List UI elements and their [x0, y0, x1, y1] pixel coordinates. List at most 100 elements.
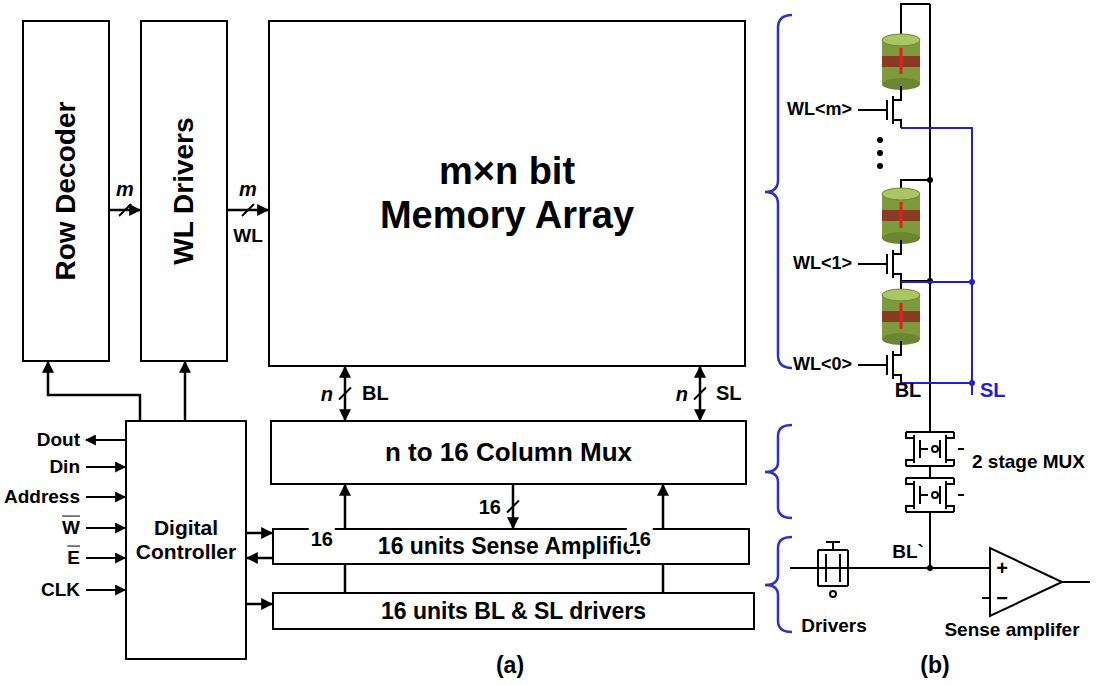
signal-label: E	[67, 548, 80, 569]
bus-slash	[694, 388, 706, 400]
drawing-stroke	[817, 550, 819, 586]
drawing-stroke	[877, 137, 883, 143]
drawing-stroke	[882, 188, 920, 244]
drawing-stroke	[858, 341, 901, 383]
block-box: m×n bit Memory Array	[268, 20, 746, 367]
drawing-stroke	[906, 478, 964, 512]
block-label: Row Decoder	[50, 102, 82, 281]
bus-width: n	[319, 383, 335, 405]
drawing-stroke	[86, 557, 125, 559]
drawing-stroke	[929, 466, 931, 478]
signal-label: CLK	[41, 580, 80, 601]
drawing-stroke	[877, 163, 883, 169]
drawing-stroke	[901, 180, 930, 188]
drawing-stroke	[790, 567, 990, 569]
signal-label: +	[996, 557, 1008, 579]
drawing-stroke	[86, 440, 125, 590]
drawing-stroke	[839, 554, 841, 582]
signal-label: −	[996, 587, 1008, 609]
drawing-stroke	[927, 565, 933, 571]
signal-label: (a)	[496, 653, 524, 678]
bus-width: n	[674, 383, 690, 405]
drawing-stroke	[882, 34, 920, 90]
bus-width: m	[237, 178, 259, 200]
signal-label: (b)	[920, 653, 949, 678]
drawing-stroke	[86, 527, 125, 529]
signal-label: WL<1>	[793, 254, 852, 274]
bus-slash	[119, 204, 131, 216]
signal-label: W	[62, 518, 80, 539]
signal-label: BL	[362, 382, 389, 404]
bus-width: 16	[477, 496, 503, 518]
signal-label: Drivers	[801, 616, 867, 637]
block-box: 16 units Sense Amplifier	[272, 528, 750, 565]
drawing-stroke	[86, 439, 125, 441]
drawing-stroke	[901, 4, 930, 34]
drawing-stroke	[790, 466, 1090, 616]
signal-label: Dout	[37, 430, 80, 451]
bus-arrow	[247, 603, 272, 606]
drawing-stroke	[86, 496, 125, 498]
drawing-stroke	[832, 542, 834, 550]
signal-label: WL<m>	[787, 100, 852, 120]
drawing-stroke	[929, 512, 931, 568]
block-label: WL Drivers	[168, 117, 200, 264]
bus-width: m	[114, 178, 136, 200]
block-box: Row Decoder	[22, 20, 110, 362]
drawing-stroke	[830, 591, 836, 597]
bus-slash	[339, 388, 351, 400]
block-box: Digital Controller	[125, 420, 247, 660]
drawing-stroke	[818, 585, 848, 587]
drawing-stroke	[847, 550, 849, 586]
drawing-stroke	[882, 289, 920, 345]
drawing-stroke	[765, 537, 792, 632]
block-label: m×n bit Memory Array	[376, 150, 638, 237]
bus-width: 16	[309, 528, 335, 550]
drawing-stroke	[982, 597, 990, 599]
bus-slash	[507, 501, 519, 513]
bus-arrow	[184, 362, 187, 420]
drawing-stroke	[901, 281, 972, 283]
bus-arrow	[48, 362, 140, 420]
drawing-stroke	[906, 432, 964, 466]
signal-label: Address	[4, 487, 80, 508]
drawing-stroke	[969, 279, 975, 386]
block-box: WL Drivers	[140, 20, 228, 362]
block-label: 16 units Sense Amplifier	[378, 533, 644, 559]
block-label: n to 16 Column Mux	[385, 438, 632, 468]
drawing-stroke	[858, 86, 901, 128]
signal-label: BL	[895, 379, 922, 401]
drawing-stroke	[858, 240, 901, 282]
bus-width: 16	[627, 528, 653, 550]
drawing-stroke	[825, 554, 827, 582]
drawing-stroke	[1062, 581, 1090, 583]
bus-slash	[242, 204, 254, 216]
drawing-stroke	[765, 425, 792, 518]
signal-label: Din	[49, 457, 80, 478]
block-label: Digital Controller	[130, 516, 242, 564]
drawing-stroke	[927, 177, 933, 183]
bus-arrow	[247, 557, 272, 560]
signal-label: WL	[233, 226, 263, 247]
signal-label: 2 stage MUX	[972, 452, 1085, 473]
drawing-stroke	[929, 4, 931, 432]
drawing-stroke	[86, 466, 125, 468]
drawing-stroke	[901, 128, 972, 395]
signal-label: WL<0>	[793, 355, 852, 375]
drawing-stroke	[969, 279, 975, 285]
block-label: 16 units BL & SL drivers	[381, 598, 646, 624]
drawing-stroke	[901, 128, 972, 395]
drawing-stroke	[969, 380, 975, 386]
bus-arrow	[247, 532, 272, 535]
signal-label: SL	[980, 379, 1006, 401]
block-box: n to 16 Column Mux	[270, 420, 747, 485]
drawing-stroke	[877, 150, 883, 156]
drawing-stroke	[877, 137, 933, 284]
drawing-stroke	[765, 15, 792, 368]
drawing-stroke	[86, 589, 125, 591]
drawing-stroke	[818, 542, 848, 597]
signal-label: SL	[716, 382, 742, 404]
signal-label: BL`	[892, 542, 924, 563]
drawing-stroke	[990, 548, 1062, 616]
